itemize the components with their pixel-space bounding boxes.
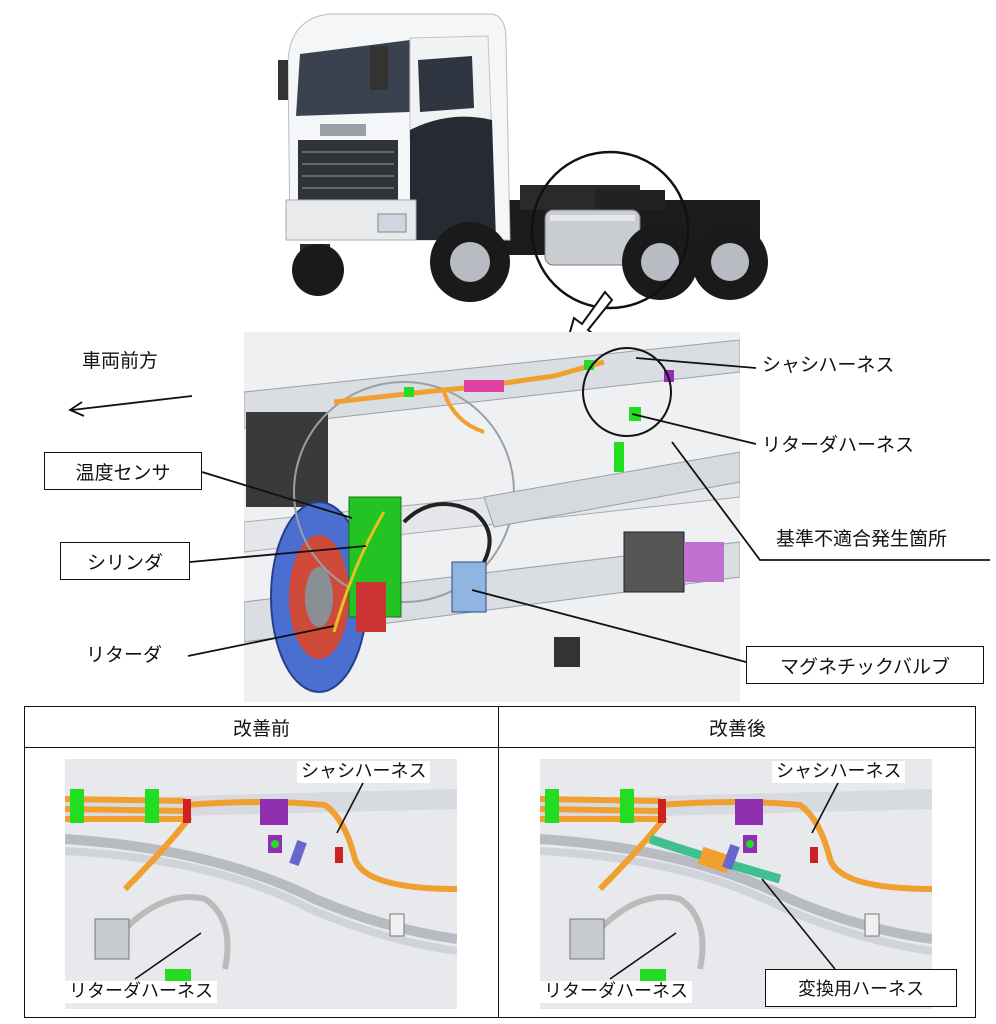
label-nonconformity-location: 基準不適合発生箇所 xyxy=(776,528,948,550)
chassis-detail xyxy=(244,332,740,702)
after-panel: シャシハーネス リターダハーネス xyxy=(540,759,932,1009)
table-header-divider xyxy=(25,747,975,748)
header-after: 改善後 xyxy=(708,717,766,740)
label-cylinder: シリンダ xyxy=(60,542,190,580)
after-retarder-harness-label: リターダハーネス xyxy=(540,981,692,1003)
label-retarder-harness: リターダハーネス xyxy=(762,434,915,456)
before-chassis-harness-label: シャシハーネス xyxy=(297,761,431,783)
before-leaders xyxy=(134,782,364,980)
after-conversion-harness-label: 変換用ハーネス xyxy=(765,969,957,1007)
label-retarder: リターダ xyxy=(86,644,163,666)
label-vehicle-front: 車両前方 xyxy=(82,350,159,372)
label-temperature-sensor: 温度センサ xyxy=(44,452,202,490)
header-before: 改善前 xyxy=(232,717,290,740)
after-chassis-harness-label: シャシハーネス xyxy=(772,761,906,783)
before-retarder-harness-label: リターダハーネス xyxy=(65,981,217,1003)
magnifier-circle xyxy=(530,150,690,310)
truck-illustration xyxy=(260,0,780,310)
label-chassis-harness: シャシハーネス xyxy=(762,354,895,376)
before-panel: シャシハーネス リターダハーネス xyxy=(65,759,457,1009)
table-column-divider xyxy=(498,707,499,1017)
after-leaders xyxy=(609,782,839,980)
leader-lines xyxy=(68,357,990,663)
label-magnetic-valve: マグネチックバルブ xyxy=(746,646,984,684)
comparison-table: 改善前 改善後 xyxy=(24,706,976,1018)
detail-circle xyxy=(582,347,672,437)
